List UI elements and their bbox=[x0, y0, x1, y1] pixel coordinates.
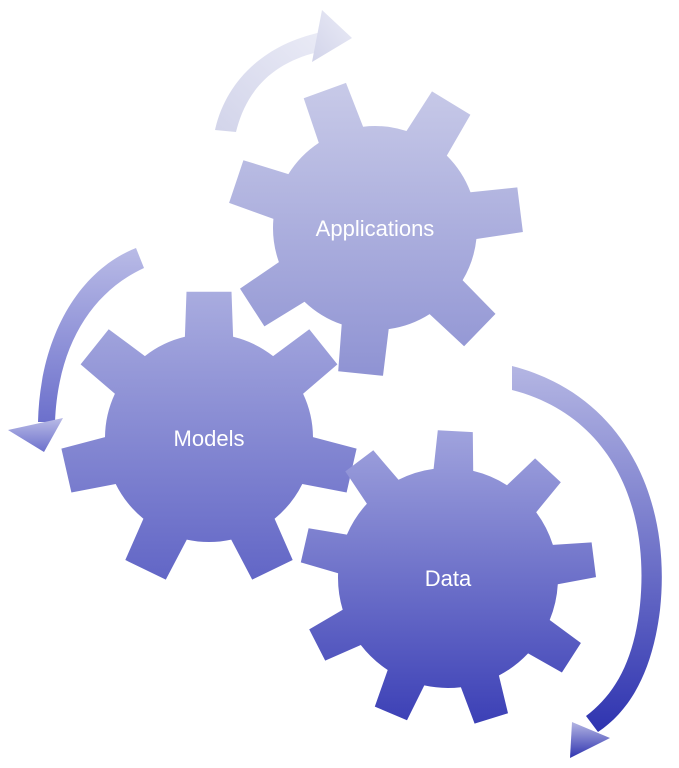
gear-applications-label: Applications bbox=[316, 216, 435, 241]
gear-data-shape bbox=[300, 430, 596, 724]
arrow-right-shaft bbox=[512, 366, 662, 732]
gear-models-shape bbox=[61, 291, 357, 580]
arrow-top bbox=[215, 10, 352, 132]
arrow-top-head bbox=[312, 10, 352, 62]
arrow-left bbox=[8, 248, 144, 452]
gear-applications: Applications bbox=[229, 82, 523, 376]
gear-data-label: Data bbox=[425, 566, 472, 591]
gear-applications-shape bbox=[229, 82, 523, 376]
arrow-right bbox=[512, 366, 662, 758]
arrow-left-shaft bbox=[38, 248, 144, 422]
gear-models: Models bbox=[61, 291, 357, 580]
gear-data: Data bbox=[300, 430, 596, 724]
arrow-right-head bbox=[570, 722, 610, 758]
arrow-left-head bbox=[8, 418, 63, 452]
arrow-top-shaft bbox=[215, 32, 322, 132]
gear-models-label: Models bbox=[174, 426, 245, 451]
